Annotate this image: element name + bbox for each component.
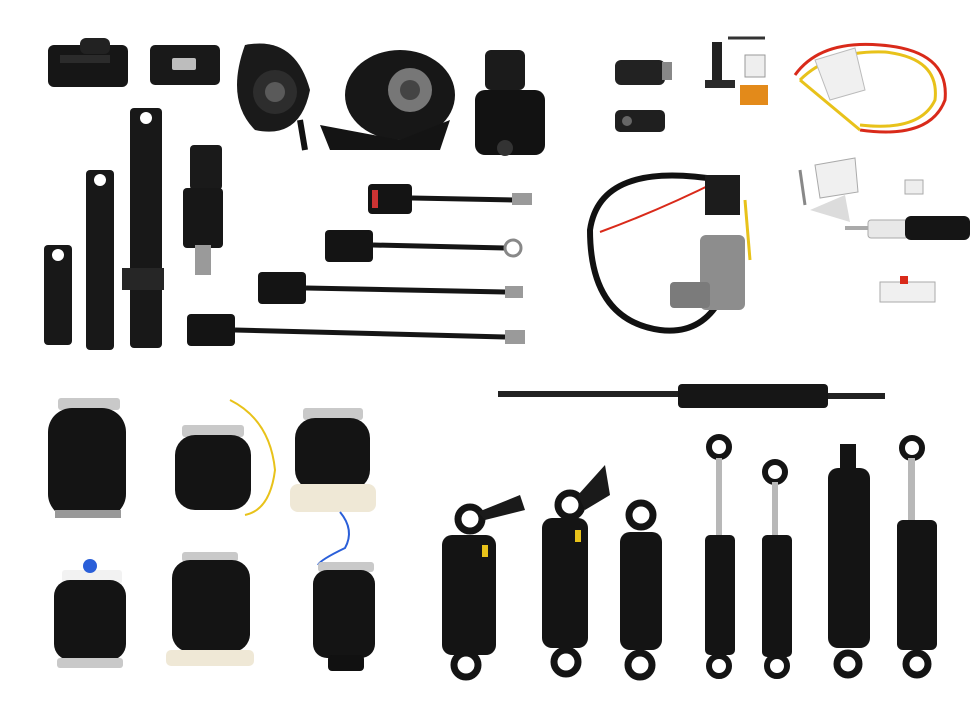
- air-spring-5: [166, 552, 254, 666]
- shock-absorber-group: [442, 434, 937, 681]
- belt-buckle-short: [183, 145, 223, 275]
- air-spring-3: [290, 408, 376, 512]
- coiled-seat-belt-1: [237, 43, 310, 151]
- belt-strap-1: [44, 245, 72, 345]
- bracket-switch: [705, 36, 768, 105]
- belt-strap-3: [122, 108, 164, 348]
- seat-belt-group: [44, 38, 545, 350]
- buckle-stalk-3: [258, 272, 523, 304]
- switch-group: [586, 36, 970, 334]
- shock-absorber-7: [897, 435, 937, 679]
- coiled-seat-belt-2: [320, 50, 455, 150]
- cab-shock-3: [620, 499, 662, 681]
- small-cylinder: [845, 216, 970, 240]
- air-spring-6: [313, 511, 375, 671]
- belt-latch-plate: [150, 45, 220, 85]
- air-spring-2: [175, 399, 277, 516]
- ignition-switch-harness: [586, 172, 752, 334]
- belt-strap-2: [86, 170, 114, 350]
- belt-retractor-2: [475, 50, 545, 156]
- buckle-stalk-4: [187, 314, 525, 346]
- shock-absorber-4: [705, 434, 735, 679]
- buckle-stalk-1: [368, 184, 532, 214]
- air-spring-4: [54, 559, 126, 668]
- lock-cylinder-2: [615, 110, 665, 132]
- lock-cylinder-1: [615, 60, 672, 85]
- buckle-stalk-2: [325, 230, 523, 262]
- small-switch-parts: [798, 157, 936, 303]
- wiring-harness-sensor: [793, 42, 947, 134]
- air-spring-1: [48, 398, 126, 518]
- gas-strut: [498, 384, 885, 408]
- shock-absorber-5: [762, 459, 792, 679]
- cab-shock-1: [442, 495, 525, 681]
- shock-absorber-6: [828, 444, 870, 679]
- cab-shock-2: [542, 465, 610, 678]
- belt-retractor-1: [48, 38, 128, 87]
- buckle-stalk-group: [187, 184, 532, 346]
- air-spring-group: [48, 398, 376, 671]
